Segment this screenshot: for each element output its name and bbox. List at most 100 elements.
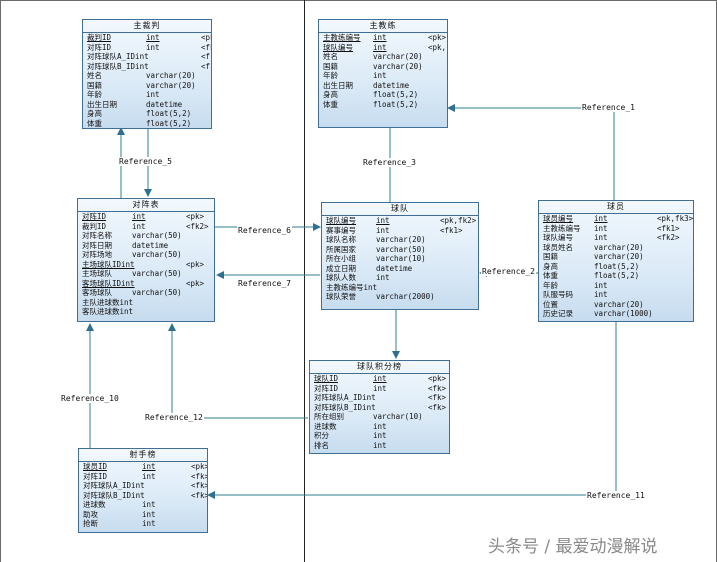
entity-row: 对阵球队A_IDint<f (83, 52, 211, 62)
reference-10-label: Reference_10 (60, 394, 120, 403)
reference-11-label: Reference_11 (586, 491, 646, 500)
column-key: <fk1> (657, 223, 680, 233)
reference-12-label: Reference_12 (144, 413, 204, 422)
link-reference-12 (168, 323, 308, 419)
column-type: int (594, 280, 608, 290)
column-name: 对阵球队B_IDint (314, 402, 376, 412)
column-name: 所在小组 (326, 254, 356, 263)
entity-zhucaipan[interactable]: 主裁判裁判IDint<pk>对阵IDint<fk>对阵球队A_IDint<f对阵… (82, 19, 212, 129)
column-name: 主场球队IDint (82, 259, 135, 269)
column-name: 球队编号 (326, 216, 356, 225)
column-type: datetime (132, 240, 169, 250)
column-name: 身高 (87, 109, 102, 118)
column-name: 球队ID (314, 374, 339, 383)
column-type: varchar(50) (132, 250, 182, 259)
entity-row: 对阵球队B_IDint<fk> (79, 491, 207, 501)
column-type: float(5,2) (373, 90, 419, 99)
column-key: <fk> (191, 481, 208, 490)
column-type: int (373, 71, 387, 80)
column-name: 队服号码 (543, 290, 573, 299)
column-name: 成立日期 (326, 263, 356, 273)
column-type: float(5,2) (146, 109, 192, 118)
entity-row: 主队进球数int (78, 298, 214, 308)
divider-line (304, 0, 305, 562)
column-type: int (146, 33, 160, 42)
column-name: 体重 (87, 118, 102, 128)
reference-7-label: Reference_7 (237, 279, 292, 288)
column-type: varchar(20) (146, 80, 196, 90)
column-name: 国籍 (323, 61, 338, 71)
column-key: <pk> (186, 278, 205, 288)
column-type: int (376, 216, 390, 225)
column-type: int (142, 509, 156, 519)
column-name: 裁判ID (82, 221, 107, 231)
entity-row: 身高 float(5,2) (83, 109, 211, 119)
entity-row: 客场球队IDint<pk> (78, 279, 214, 289)
reference-6-label: Reference_6 (237, 226, 292, 235)
column-name: 体重 (543, 271, 558, 280)
entity-row: 对阵球队B_IDint <fk> (310, 403, 449, 413)
column-name: 客队进球数int (82, 307, 134, 316)
reference-1-label: Reference_1 (581, 103, 636, 112)
entity-title: 射手榜 (79, 449, 207, 462)
column-key: <fk> (191, 471, 208, 481)
column-name: 助攻 (83, 509, 98, 519)
column-name: 对阵ID (82, 212, 107, 221)
entity-row: 体重 float(5,2) (539, 271, 693, 281)
column-key: <fk> (428, 402, 447, 412)
column-type: int (373, 374, 387, 383)
entity-row: 年龄 int (319, 71, 447, 81)
column-name: 年龄 (87, 90, 102, 99)
column-key: <pk,fk2> (440, 216, 477, 225)
column-name: 主教练编号 (323, 33, 361, 42)
column-type: int (132, 212, 146, 221)
column-type: int (594, 233, 608, 242)
column-name: 位置 (543, 299, 558, 309)
column-type: float(5,2) (594, 271, 640, 280)
entity-title: 对阵表 (78, 199, 214, 212)
column-type: int (146, 42, 160, 52)
column-type: varchar(20) (594, 242, 644, 252)
column-type: int (373, 421, 387, 431)
column-type: int (594, 223, 608, 233)
column-name: 对阵球队A_IDint (87, 52, 149, 61)
link-reference-1 (447, 104, 615, 200)
column-name: 年龄 (323, 71, 338, 80)
frame-left-border (0, 0, 1, 562)
column-type: varchar(20) (376, 235, 426, 244)
column-type: varchar(10) (373, 412, 423, 421)
column-name: 球队编号 (543, 233, 573, 242)
column-name: 国籍 (543, 252, 558, 261)
column-type: datetime (373, 80, 410, 90)
column-name: 对阵球队A_IDint (314, 393, 376, 402)
column-name: 主队进球数int (82, 297, 134, 307)
column-name: 历史记录 (543, 309, 573, 318)
